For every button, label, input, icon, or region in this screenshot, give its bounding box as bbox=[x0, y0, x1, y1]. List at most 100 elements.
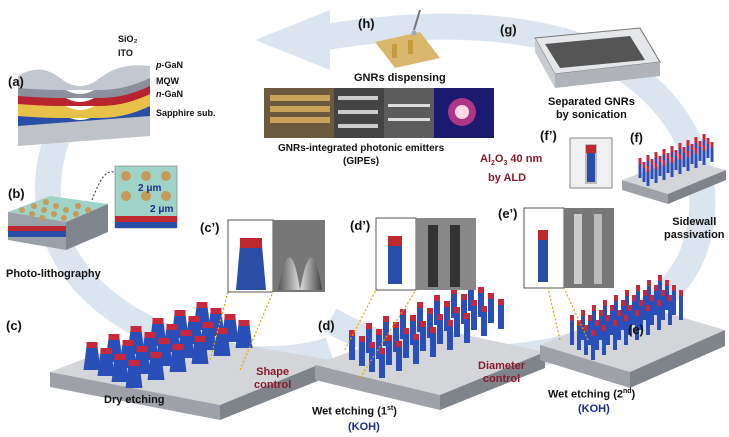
nanorod bbox=[657, 304, 661, 330]
nanorod-cap bbox=[617, 310, 621, 316]
nanorod-cap bbox=[481, 306, 487, 312]
nanorod bbox=[661, 294, 665, 320]
zoom-inset-e-prime bbox=[523, 207, 614, 341]
nanorod-cap bbox=[114, 354, 126, 360]
sonication-bath bbox=[534, 27, 661, 88]
nanorod-cap bbox=[592, 305, 596, 311]
wet2-text: Wet etching (2 bbox=[548, 388, 623, 401]
nanorod-cap bbox=[686, 151, 690, 157]
nanorod-cap bbox=[690, 144, 694, 150]
gipe-line2: (GIPEs) bbox=[343, 156, 380, 167]
nanorod-cap bbox=[662, 149, 666, 155]
nanorod bbox=[662, 164, 666, 180]
layered-wafer-illustration bbox=[18, 65, 150, 146]
nanorod-cap bbox=[639, 300, 643, 306]
nanorod-cap bbox=[400, 309, 406, 315]
caption-koh-2: (KOH) bbox=[578, 403, 610, 415]
layer-label-sapphire: Sapphire sub. bbox=[156, 108, 216, 118]
nanorod bbox=[654, 167, 658, 183]
nanorod-cap bbox=[581, 310, 585, 316]
photolithography-block bbox=[8, 165, 178, 250]
nanorod bbox=[602, 329, 606, 355]
nanorod bbox=[369, 346, 375, 372]
nanorod bbox=[169, 348, 187, 372]
sidewall-line2: passivation bbox=[664, 229, 725, 241]
nanorod-cap bbox=[661, 290, 665, 296]
caption-separated-gnrs: Separated GNRs by sonication bbox=[548, 96, 635, 122]
nanorod-cap bbox=[638, 158, 642, 164]
panel-label-b: (b) bbox=[8, 186, 25, 201]
nanorod bbox=[403, 332, 409, 358]
layer-label-pgan: p-GaN bbox=[156, 60, 183, 70]
nanorod-cap bbox=[437, 314, 443, 320]
nanorod bbox=[674, 154, 678, 170]
nanorod-cap bbox=[642, 162, 646, 168]
nanorod bbox=[617, 314, 621, 340]
wet1-text: Wet etching (1 bbox=[312, 405, 387, 418]
nanorod bbox=[349, 334, 355, 360]
nanorod bbox=[642, 166, 646, 182]
nanorod-cap bbox=[606, 315, 610, 321]
panel-label-a: (a) bbox=[8, 74, 24, 89]
nanorod-cap bbox=[613, 320, 617, 326]
nanorod bbox=[83, 346, 101, 370]
nanorod-cap bbox=[702, 145, 706, 151]
nanorod bbox=[570, 319, 574, 345]
nanorod bbox=[666, 157, 670, 173]
nanorod-cap bbox=[670, 146, 674, 152]
nanorod-cap bbox=[447, 320, 453, 326]
nanorod-cap bbox=[464, 313, 470, 319]
caption-wet-etching-2: Wet etching (2nd) bbox=[548, 388, 635, 401]
nanorod-cap bbox=[413, 334, 419, 340]
nanorod-cap bbox=[672, 285, 676, 291]
panel-label-e: (e) bbox=[628, 322, 644, 337]
dimension-label-1: 2 μm bbox=[138, 183, 162, 194]
panel-label-d: (d) bbox=[318, 318, 335, 333]
nanorod-cap bbox=[570, 315, 574, 321]
caption-koh-1: (KOH) bbox=[348, 421, 380, 433]
nanorod-cap bbox=[635, 310, 639, 316]
nanorod-cap bbox=[668, 295, 672, 301]
shape-control-line2: control bbox=[254, 379, 292, 391]
nanorod-cap bbox=[386, 335, 392, 341]
nanorod-cap bbox=[136, 346, 148, 352]
nanorod-cap bbox=[396, 341, 402, 347]
nanorod-cap bbox=[366, 323, 372, 329]
nanorod bbox=[650, 163, 654, 179]
nanorod bbox=[213, 332, 231, 356]
nanorod-cap bbox=[624, 315, 628, 321]
nanorod bbox=[650, 299, 654, 325]
nanorod-cap bbox=[166, 324, 178, 330]
nanorod-cap bbox=[654, 285, 658, 291]
nanorod-cap bbox=[646, 166, 650, 172]
nanorod bbox=[679, 294, 683, 320]
nanorod-cap bbox=[602, 325, 606, 331]
shape-control-line1: Shape bbox=[256, 366, 290, 378]
nanorod bbox=[498, 303, 504, 329]
nanorod-cap bbox=[379, 348, 385, 354]
nanorod bbox=[606, 319, 610, 345]
caption-gipes: GNRs-integrated photonic emitters (GIPEs… bbox=[278, 142, 444, 168]
sidewall-line1: Sidewall bbox=[672, 216, 717, 228]
nanorod-cap bbox=[658, 156, 662, 162]
caption-wet-etching-1: Wet etching (1st) bbox=[312, 405, 397, 418]
nanorod-cap bbox=[678, 154, 682, 160]
nanorod-cap bbox=[650, 295, 654, 301]
diameter-control-line2: control bbox=[482, 373, 521, 385]
nanorod-cap bbox=[621, 300, 625, 306]
nanorod bbox=[595, 324, 599, 350]
nanorod-cap bbox=[238, 320, 250, 326]
nanorod-cap bbox=[122, 340, 134, 346]
nanorod-cap bbox=[454, 307, 460, 313]
nanorod bbox=[481, 310, 487, 336]
panel-label-d-prime: (d’) bbox=[350, 218, 371, 233]
nanorod-cap bbox=[216, 328, 228, 334]
nanorod-cap bbox=[647, 280, 651, 286]
nanorod bbox=[413, 338, 419, 364]
nanorod bbox=[147, 356, 165, 380]
nanorod-cap bbox=[710, 142, 714, 148]
nanorod-array-c bbox=[83, 302, 253, 388]
chip-dispensing-illustration bbox=[375, 9, 440, 68]
nanorod bbox=[628, 309, 632, 335]
nanorod-cap bbox=[210, 308, 222, 314]
